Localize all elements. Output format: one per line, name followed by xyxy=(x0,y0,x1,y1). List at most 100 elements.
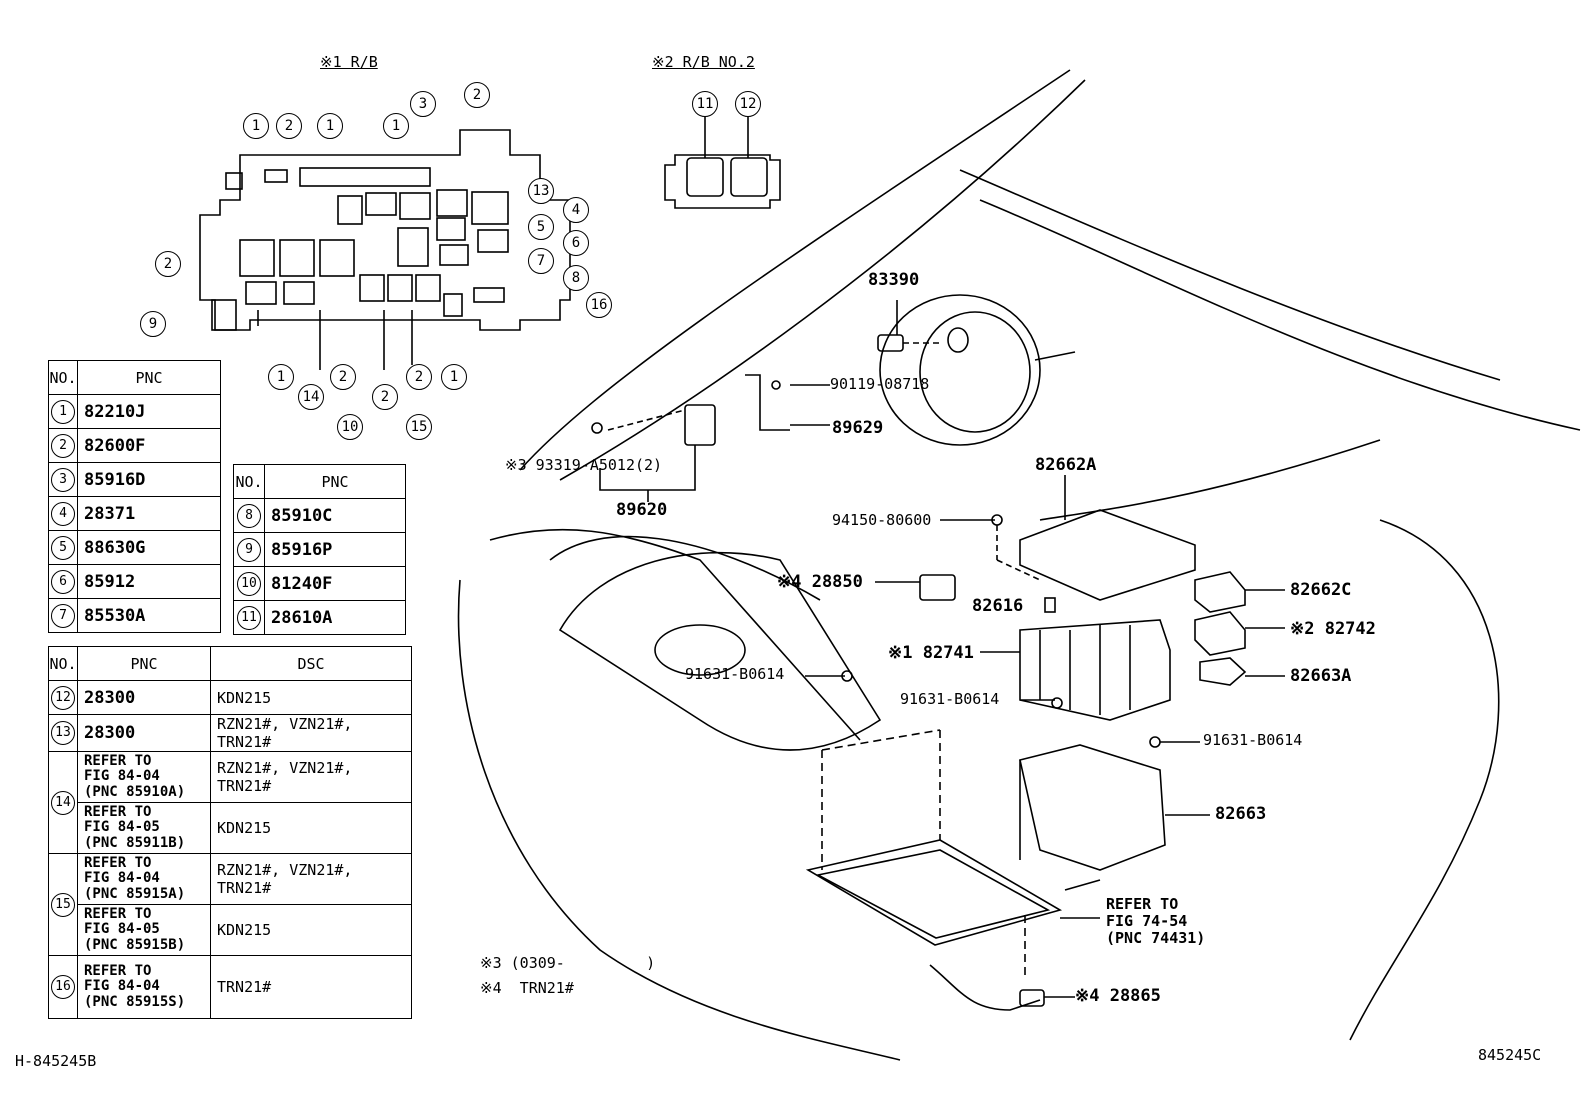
pnc-cell: 85910C xyxy=(264,498,406,533)
pnc-cell: 85916P xyxy=(264,532,406,567)
part-91631-b0614-a: 91631-B0614 xyxy=(685,665,785,683)
part-93319-a5012: ※3 93319-A5012(2) xyxy=(505,456,663,474)
pnc-cell: 28610A xyxy=(264,600,406,635)
row-number: 1 xyxy=(51,399,75,424)
row-number: 9 xyxy=(237,537,261,562)
callout-bubble: 10 xyxy=(337,414,363,440)
ref-line: REFER TO xyxy=(84,752,152,769)
part-82663: 82663 xyxy=(1215,804,1267,824)
ref-line: (PNC 85915A) xyxy=(84,885,186,902)
ref-line: REFER TO xyxy=(84,854,152,871)
part-82741: ※1 82741 xyxy=(888,643,974,663)
callout-bubble: 1 xyxy=(268,364,294,390)
part-94150-80600: 94150-80600 xyxy=(832,511,932,529)
callout-bubble: 13 xyxy=(528,178,554,204)
ref-line: (PNC 85915S) xyxy=(84,993,186,1010)
ref-line: REFER TO xyxy=(84,803,152,820)
ref-line: REFER TO xyxy=(84,962,152,979)
pnc-cell: 28371 xyxy=(77,496,221,531)
part-91631-b0614-c: 91631-B0614 xyxy=(1203,731,1303,749)
col-no-header: NO. xyxy=(233,464,265,499)
col-pnc-header: PNC xyxy=(77,360,221,395)
callout-bubble: 8 xyxy=(563,265,589,291)
footer-left-code: H-845245B xyxy=(15,1052,97,1070)
rb2-caption: ※2 R/B NO.2 xyxy=(652,53,755,71)
part-82663a: 82663A xyxy=(1290,666,1352,686)
row-number: 2 xyxy=(51,433,75,458)
ref-line: (PNC 85915B) xyxy=(84,936,186,953)
pnc-table-2: NO. PNC DSC 12 28300 KDN215 13 28300 RZN… xyxy=(48,646,412,1019)
callout-bubble: 4 xyxy=(563,197,589,223)
refer-to-line2: FIG 74-54 xyxy=(1106,912,1188,930)
note-3: ※3 (0309- ) xyxy=(480,954,656,972)
brake-booster xyxy=(879,294,1041,446)
row-number: 15 xyxy=(51,892,75,917)
row-number: 13 xyxy=(51,721,75,745)
callout-bubble: 1 xyxy=(317,113,343,139)
part-82662c: 82662C xyxy=(1290,580,1352,600)
grille-outline xyxy=(558,551,882,751)
callout-bubble: 1 xyxy=(243,113,269,139)
col-dsc-header: DSC xyxy=(210,646,412,681)
callout-bubble: 2 xyxy=(276,113,302,139)
ref-line: FIG 84-04 xyxy=(84,870,160,887)
row-number: 3 xyxy=(51,467,75,492)
callout-bubble: 11 xyxy=(692,91,718,117)
row-number: 16 xyxy=(51,975,75,999)
row-number: 7 xyxy=(51,603,75,628)
dsc-cell: KDN215 xyxy=(210,680,412,715)
fuse-box-cover xyxy=(1019,509,1196,601)
pnc-cell: 81240F xyxy=(264,566,406,601)
row-number: 6 xyxy=(51,569,75,594)
ref-line: FIG 84-05 xyxy=(84,921,160,938)
row-number: 5 xyxy=(51,535,75,560)
part-83390: 83390 xyxy=(868,270,920,290)
relay-block-2-outline xyxy=(664,154,781,209)
row-number: 12 xyxy=(51,685,75,710)
pnc-cell: 28300 xyxy=(77,680,211,715)
pnc-cell: 28300 xyxy=(77,714,211,752)
refer-to-line1: REFER TO xyxy=(1106,895,1179,913)
part-89620: 89620 xyxy=(616,500,668,520)
col-no-header: NO. xyxy=(48,646,78,681)
relay-block-82741 xyxy=(1019,619,1171,721)
dsc-cell: KDN215 xyxy=(210,904,412,956)
part-82742: ※2 82742 xyxy=(1290,619,1376,639)
callout-bubble: 5 xyxy=(528,214,554,240)
pnc-cell: 88630G xyxy=(77,530,221,565)
dsc-cell: KDN215 xyxy=(210,802,412,854)
row-number: 10 xyxy=(237,571,261,596)
part-82662a: 82662A xyxy=(1035,455,1097,475)
row-number: 8 xyxy=(237,503,261,528)
callout-bubble: 9 xyxy=(140,311,166,337)
hood-outline xyxy=(519,69,1071,471)
note-4: ※4 TRN21# xyxy=(480,979,574,997)
ref-line: REFER TO xyxy=(84,905,152,922)
callout-bubble: 1 xyxy=(441,364,467,390)
fuse-box-tray xyxy=(1019,744,1166,871)
col-pnc-header: PNC xyxy=(264,464,406,499)
pnc-cell: 82600F xyxy=(77,428,221,463)
rb1-caption: ※1 R/B xyxy=(320,53,378,71)
callout-bubble: 15 xyxy=(406,414,432,440)
table-row: 13 28300 RZN21#, VZN21#, TRN21# xyxy=(48,714,412,752)
